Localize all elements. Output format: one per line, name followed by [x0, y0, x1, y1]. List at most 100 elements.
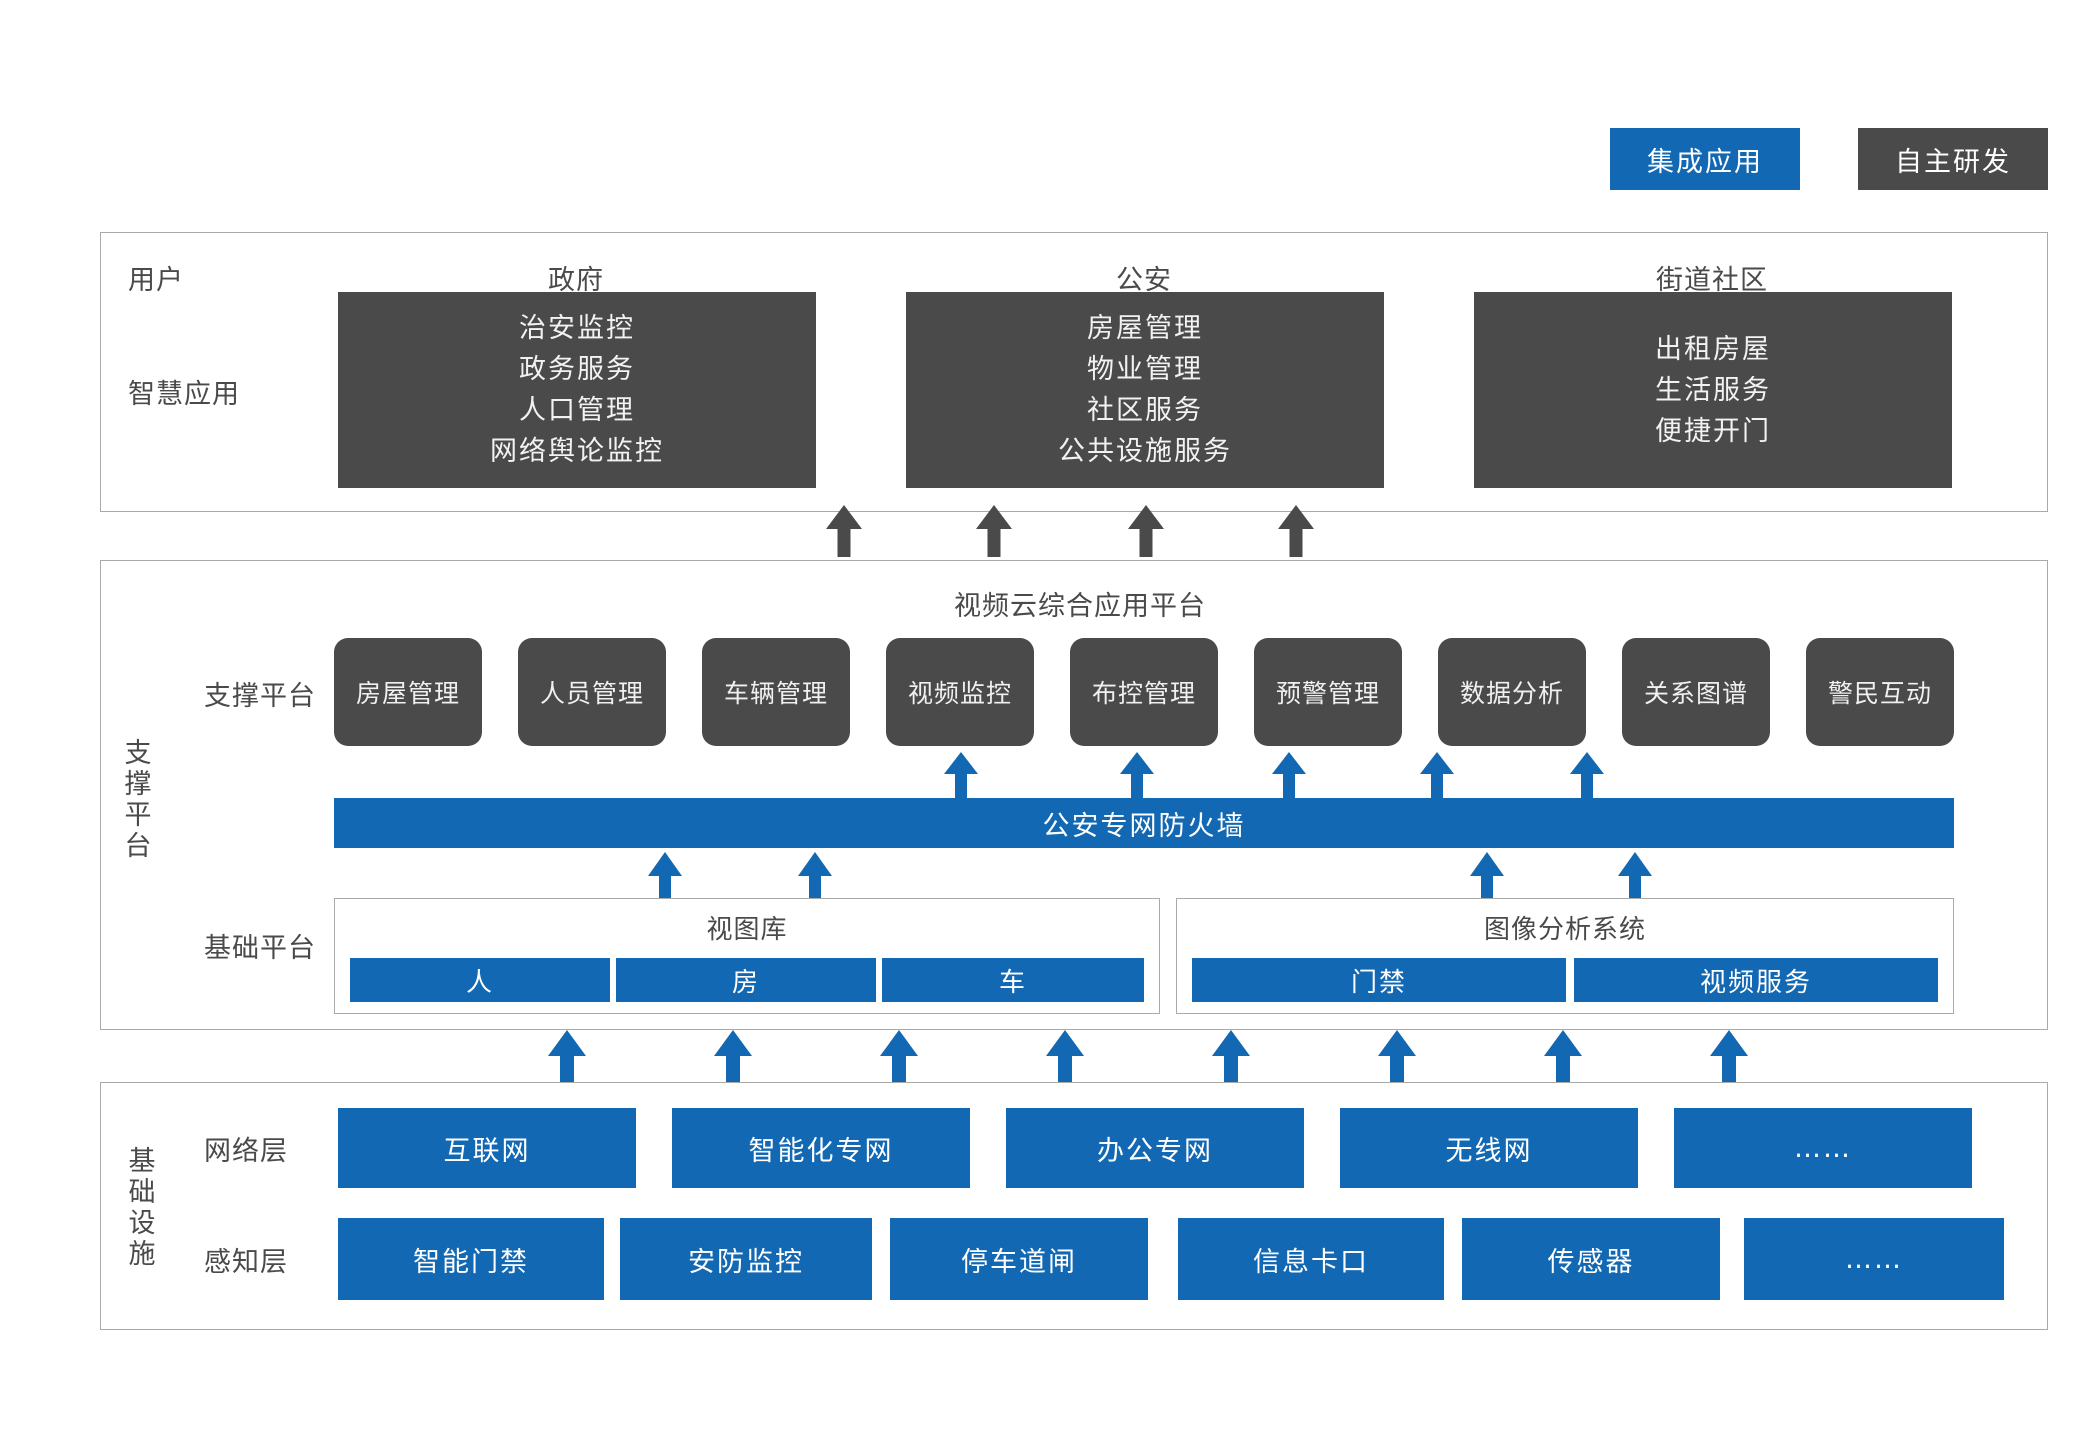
module-tile-label: 警民互动	[1827, 679, 1932, 708]
app-box-government: 治安监控 政务服务 人口管理 网络舆论监控	[338, 292, 816, 488]
app-box-police: 房屋管理 物业管理 社区服务 公共设施服务	[906, 292, 1384, 488]
app-item: 物业管理	[1087, 354, 1203, 385]
app-column-title-government: 政府	[336, 254, 816, 300]
network-item[interactable]: 互联网	[338, 1108, 636, 1188]
legend-chip-inhouse: 自主研发	[1858, 128, 2048, 190]
module-tile-label: 视频监控	[907, 679, 1012, 708]
flow-arrow-up-blue	[1710, 1030, 1748, 1086]
app-item: 便捷开门	[1655, 415, 1771, 447]
app-item: 人口管理	[519, 395, 635, 426]
module-tile-label: 预警管理	[1275, 679, 1380, 708]
base-item-person[interactable]: 人	[350, 958, 610, 1002]
flow-arrow-up-blue	[798, 852, 832, 902]
app-item: 社区服务	[1087, 395, 1203, 426]
flow-arrow-up-blue	[944, 752, 978, 798]
row-label-user: 用户	[128, 254, 308, 300]
row-label-smart-app-text: 智慧应用	[128, 378, 240, 410]
base-item-label: 门禁	[1350, 967, 1407, 998]
base-item-label: 视频服务	[1699, 967, 1812, 998]
row-label-base-platform-text: 基础平台	[204, 932, 316, 964]
flow-arrow-up-blue	[648, 852, 682, 902]
platform-title: 视频云综合应用平台	[700, 580, 1460, 626]
sensing-item[interactable]: 停车道闸	[890, 1218, 1148, 1300]
app-column-title-community-text: 街道社区	[1656, 264, 1768, 296]
module-tile[interactable]: 人员管理	[518, 638, 666, 746]
flow-arrow-up-blue	[1046, 1030, 1084, 1086]
sensing-item[interactable]: 信息卡口	[1178, 1218, 1444, 1300]
row-label-network: 网络层	[204, 1125, 364, 1171]
flow-arrow-up-dark	[1278, 505, 1314, 557]
flow-arrow-up-blue	[1212, 1030, 1250, 1086]
module-tile[interactable]: 布控管理	[1070, 638, 1218, 746]
network-item[interactable]: 无线网	[1340, 1108, 1638, 1188]
module-tile[interactable]: 视频监控	[886, 638, 1034, 746]
row-label-sensing-text: 感知层	[204, 1246, 288, 1278]
sensing-item-label: 安防监控	[688, 1246, 804, 1278]
sensing-item-label: 智能门禁	[413, 1246, 529, 1278]
app-column-title-government-text: 政府	[548, 264, 604, 296]
module-tile-label: 人员管理	[539, 679, 644, 708]
flow-arrow-up-blue	[714, 1030, 752, 1086]
base-item-video-service[interactable]: 视频服务	[1574, 958, 1938, 1002]
base-item-access-control[interactable]: 门禁	[1192, 958, 1566, 1002]
module-tile-label: 关系图谱	[1643, 679, 1748, 708]
flow-arrow-up-blue	[1570, 752, 1604, 798]
app-column-title-community: 街道社区	[1472, 254, 1952, 300]
flow-arrow-up-blue	[548, 1030, 586, 1086]
network-item-label: 智能化专网	[748, 1135, 894, 1167]
base-item-house[interactable]: 房	[616, 958, 876, 1002]
module-tile-label: 房屋管理	[355, 679, 460, 708]
support-layer-side-label: 支撑平台	[112, 700, 158, 900]
infrastructure-side-label: 基础设施	[116, 1118, 162, 1298]
flow-arrow-up-blue	[1618, 852, 1652, 902]
module-tile[interactable]: 房屋管理	[334, 638, 482, 746]
row-label-network-text: 网络层	[204, 1135, 288, 1167]
app-item: 出租房屋	[1655, 333, 1771, 365]
flow-arrow-up-dark	[826, 505, 862, 557]
row-label-support-platform-text: 支撑平台	[204, 680, 316, 712]
legend-label-integrated: 集成应用	[1647, 146, 1763, 178]
module-tile[interactable]: 警民互动	[1806, 638, 1954, 746]
sensing-item[interactable]: 传感器	[1462, 1218, 1720, 1300]
sensing-item[interactable]: 智能门禁	[338, 1218, 604, 1300]
row-label-user-text: 用户	[128, 264, 184, 296]
app-item: 房屋管理	[1087, 313, 1203, 344]
flow-arrow-up-blue	[1544, 1030, 1582, 1086]
app-column-title-police-text: 公安	[1116, 264, 1172, 296]
module-tile[interactable]: 车辆管理	[702, 638, 850, 746]
flow-arrow-up-blue	[1420, 752, 1454, 798]
flow-arrow-up-blue	[1470, 852, 1504, 902]
sensing-item-label: 信息卡口	[1253, 1246, 1369, 1278]
sensing-item-label: 停车道闸	[961, 1246, 1077, 1278]
network-item[interactable]: 智能化专网	[672, 1108, 970, 1188]
flow-arrow-up-blue	[1120, 752, 1154, 798]
base-group-viewlib-title: 视图库	[706, 915, 788, 945]
network-item-more[interactable]: ……	[1674, 1108, 1972, 1188]
firewall-label: 公安专网防火墙	[1042, 810, 1246, 842]
flow-arrow-up-dark	[976, 505, 1012, 557]
firewall-bar: 公安专网防火墙	[334, 798, 1954, 848]
network-item-label: 互联网	[443, 1135, 531, 1167]
legend-chip-integrated: 集成应用	[1610, 128, 1800, 190]
sensing-item[interactable]: 安防监控	[620, 1218, 872, 1300]
module-tile-label: 布控管理	[1091, 679, 1196, 708]
module-tile[interactable]: 关系图谱	[1622, 638, 1770, 746]
app-box-community: 出租房屋 生活服务 便捷开门	[1474, 292, 1952, 488]
base-item-vehicle[interactable]: 车	[882, 958, 1144, 1002]
base-item-label: 车	[998, 967, 1027, 998]
flow-arrow-up-blue	[1378, 1030, 1416, 1086]
base-item-label: 房	[731, 967, 760, 998]
module-tile[interactable]: 预警管理	[1254, 638, 1402, 746]
base-group-image-analysis-title: 图像分析系统	[1483, 915, 1646, 945]
flow-arrow-up-blue	[1272, 752, 1306, 798]
network-item-label: 办公专网	[1097, 1135, 1213, 1167]
module-tile-label: 数据分析	[1459, 679, 1564, 708]
app-item: 治安监控	[519, 313, 635, 344]
module-tile[interactable]: 数据分析	[1438, 638, 1586, 746]
network-item[interactable]: 办公专网	[1006, 1108, 1304, 1188]
row-label-support-platform: 支撑平台	[204, 670, 384, 716]
sensing-item-more[interactable]: ……	[1744, 1218, 2004, 1300]
sensing-item-label: 传感器	[1547, 1246, 1635, 1278]
network-item-label: 无线网	[1445, 1135, 1533, 1167]
